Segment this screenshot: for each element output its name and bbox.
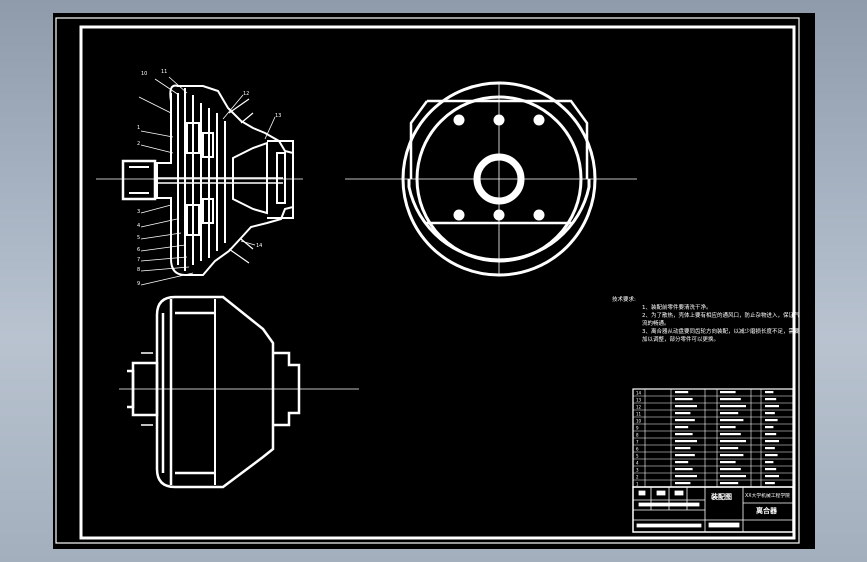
bom-row-number: 11: [636, 412, 642, 417]
balloon-12: 12: [243, 91, 249, 97]
bom-cell-text: [675, 419, 695, 422]
balloon-1: 1: [137, 125, 140, 131]
tech-requirements: 技术要求: 1、装配前零件要清洗干净。 2、为了散热，壳体上要有相应的通风口，防…: [612, 296, 802, 344]
title-block: 装配图 XX大学机械工程学院 离合器: [632, 486, 794, 533]
inner-border: [79, 25, 796, 540]
bom-cell-text: [765, 468, 777, 471]
bom-cell-text: [720, 426, 736, 429]
title-drawing-name: 离合器: [756, 506, 778, 515]
bom-cell-text: [765, 447, 775, 450]
drawing-viewport[interactable]: 10 11 12 13 14 1 2 3 4 5 6 7 8 9: [53, 13, 815, 549]
bom-cell-text: [675, 475, 697, 478]
tech-heading: 技术要求:: [612, 297, 636, 303]
balloon-10: 10: [141, 71, 147, 77]
bom-cell-text: [675, 391, 689, 394]
bom-row-number: 9: [636, 426, 639, 431]
bom-table: 14 13 12 11 10 9 8 7 6 5 4 3 2 1: [632, 388, 794, 488]
bom-cell-text: [765, 440, 779, 443]
bom-cell-text: [765, 391, 774, 394]
outer-border: [55, 17, 800, 544]
bom-cell-text: [765, 405, 779, 408]
balloon-3: 3: [137, 209, 140, 215]
bom-cell-text: [675, 412, 691, 415]
bom-cell-text: [675, 447, 691, 450]
balloon-2: 2: [137, 141, 140, 147]
bom-cell-text: [675, 405, 697, 408]
bom-cell-text: [720, 475, 746, 478]
bom-cell-text: [720, 391, 736, 394]
bom-cell-text: [720, 447, 739, 450]
bom-cell-text: [720, 412, 739, 415]
tech-item-3: 3、离合器从动盘要同齿轮方向装配，以减少磨损长度不足，需要加以调整，部分零件可以…: [642, 329, 800, 343]
tech-item-1: 1、装配前零件要清洗干净。: [642, 305, 712, 311]
title-material: 装配图: [710, 492, 732, 501]
bom-row-number: 8: [636, 433, 639, 438]
bom-cell-text: [675, 461, 689, 464]
balloon-8: 8: [137, 267, 140, 273]
bom-row-number: 14: [636, 391, 642, 396]
bom-cell-text: [765, 419, 778, 422]
side-view: [119, 295, 359, 489]
balloon-13: 13: [275, 113, 281, 119]
bom-cell-text: [720, 461, 736, 464]
bom-cell-text: [720, 405, 746, 408]
bom-row-number: 12: [636, 405, 642, 410]
bom-row-number: 6: [636, 447, 639, 452]
bom-cell-text: [675, 440, 697, 443]
bom-cell-text: [720, 468, 741, 471]
bom-cell-text: [720, 419, 744, 422]
bom-cell-text: [720, 454, 744, 457]
balloon-5: 5: [137, 235, 140, 241]
section-view: [96, 76, 303, 286]
end-view: [345, 81, 637, 277]
bom-cell-text: [765, 398, 777, 401]
balloon-labels: 10 11 12 13 14 1 2 3 4 5 6 7 8 9: [137, 69, 281, 287]
bom-row-number: 7: [636, 440, 639, 445]
bom-cell-text: [720, 433, 741, 436]
bom-cell-text: [675, 454, 695, 457]
bom-row-number: 2: [636, 475, 639, 480]
bom-cell-text: [675, 468, 693, 471]
bom-cell-text: [765, 426, 774, 429]
bom-row-number: 10: [636, 419, 642, 424]
bom-row-number: 5: [636, 454, 639, 459]
bom-row-number: 1: [636, 482, 639, 487]
bom-cell-text: [675, 398, 693, 401]
bom-cell-text: [675, 482, 691, 485]
bom-cell-text: [675, 426, 689, 429]
bom-cell-text: [765, 482, 775, 485]
bom-cell-text: [765, 461, 774, 464]
bom-cell-text: [765, 454, 778, 457]
bom-cell-text: [720, 482, 739, 485]
bom-row-number: 13: [636, 398, 642, 403]
bom-row-number: 4: [636, 461, 639, 466]
title-institution: XX大学机械工程学院: [745, 492, 790, 499]
bom-cell-text: [765, 475, 779, 478]
bom-cell-text: [720, 440, 746, 443]
bom-cell-text: [765, 433, 777, 436]
balloon-11: 11: [161, 69, 167, 75]
bom-cell-text: [675, 433, 693, 436]
bom-cell-text: [765, 412, 775, 415]
balloon-4: 4: [137, 223, 140, 229]
bom-row-number: 3: [636, 468, 639, 473]
bom-cell-text: [720, 398, 741, 401]
balloon-6: 6: [137, 247, 140, 253]
balloon-9: 9: [137, 281, 140, 287]
tech-item-2: 2、为了散热，壳体上要有相应的通风口，防止杂物进入，保证气流的畅通。: [642, 313, 800, 327]
balloon-7: 7: [137, 257, 140, 263]
balloon-14: 14: [256, 243, 262, 249]
cad-drawing: 10 11 12 13 14 1 2 3 4 5 6 7 8 9: [55, 17, 800, 544]
